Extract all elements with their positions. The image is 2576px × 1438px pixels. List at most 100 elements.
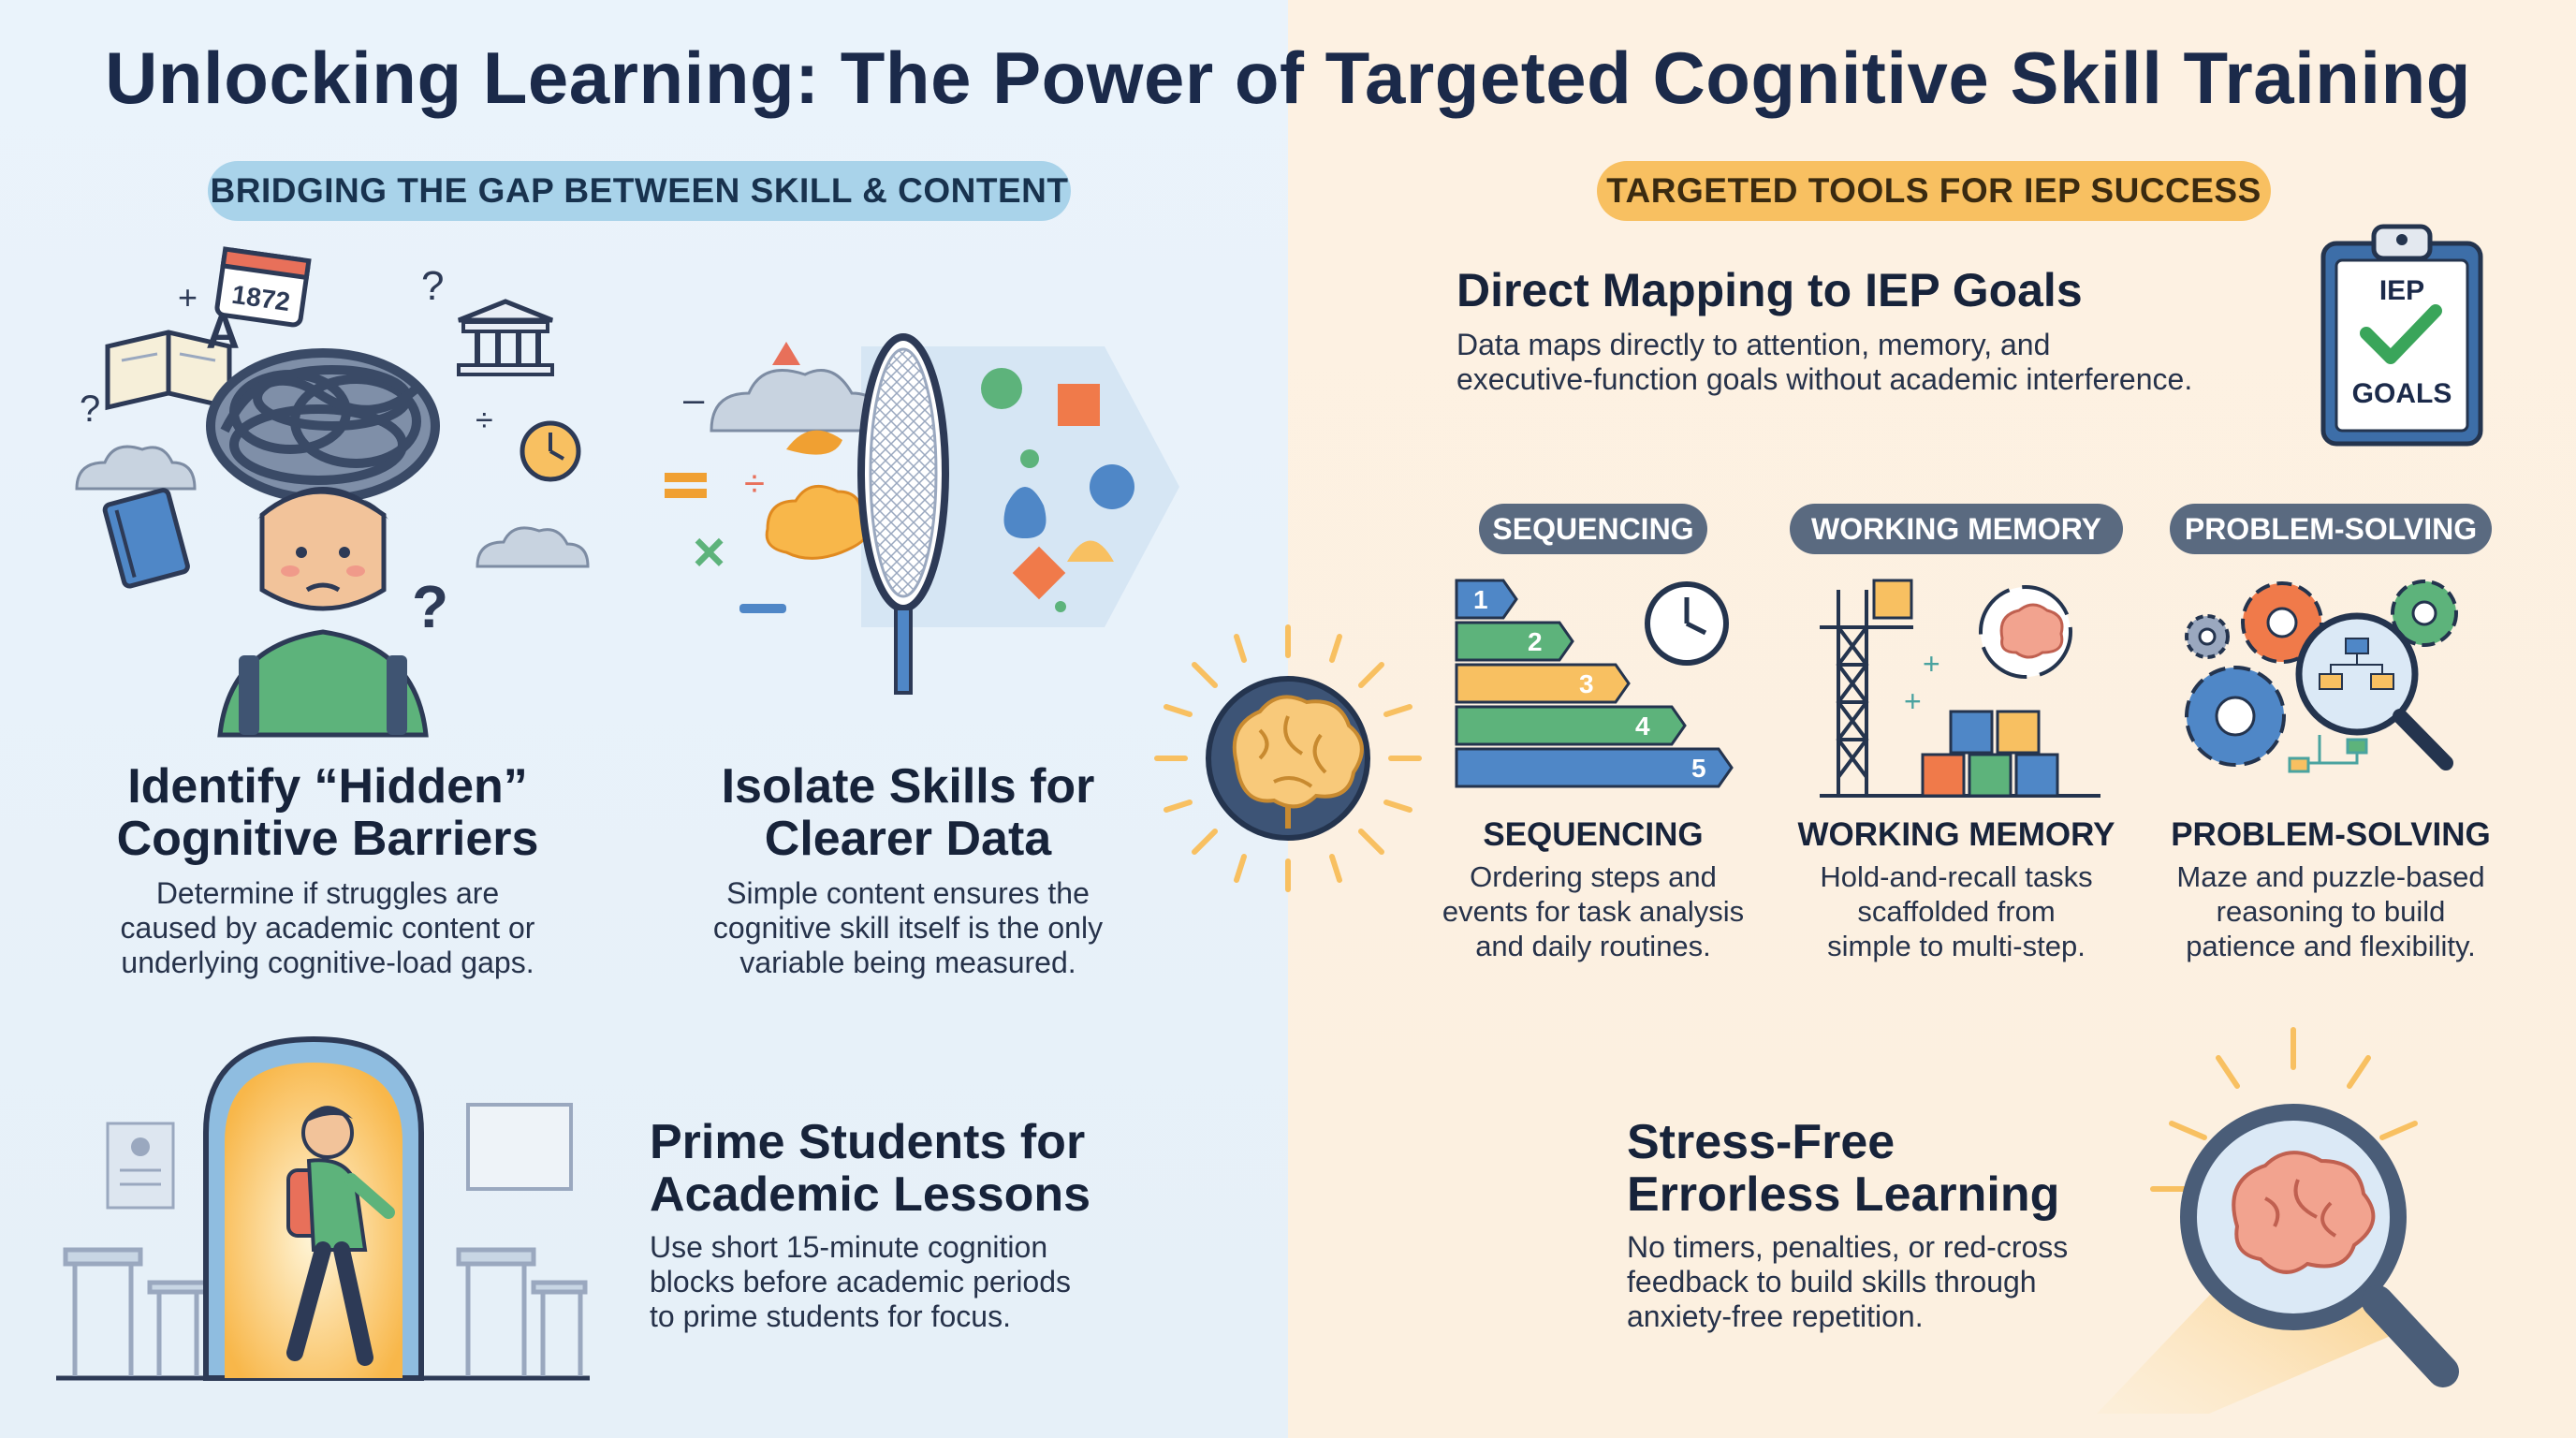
page-title: Unlocking Learning: The Power of Targete… bbox=[105, 37, 2471, 119]
iep-body-line: Data maps directly to attention, memory,… bbox=[1456, 328, 2051, 361]
working-memory-body-line: scaffolded from bbox=[1857, 895, 2056, 928]
stress-free-title: Stress-Free Errorless Learning bbox=[1627, 1116, 2151, 1221]
calendar-icon: 1872 bbox=[214, 246, 312, 328]
whiteboard-icon bbox=[466, 1103, 573, 1191]
minus-icon: – bbox=[683, 379, 705, 420]
stress-free-title-line: Stress-Free bbox=[1627, 1115, 1895, 1169]
card2-title-line: Clearer Data bbox=[764, 812, 1052, 866]
card1-title: Identify “Hidden” Cognitive Barriers bbox=[56, 760, 599, 865]
step-bar: 5 bbox=[1455, 747, 1734, 788]
card1-body-line: caused by academic content or bbox=[120, 911, 535, 945]
stress-free-body: No timers, penalties, or red-cross feedb… bbox=[1627, 1230, 2151, 1334]
iep-body-line: executive-function goals without academi… bbox=[1456, 362, 2193, 396]
working-memory-illustration: + + bbox=[1820, 579, 2100, 798]
question-mark-icon: ? bbox=[421, 263, 444, 309]
museum-building-icon bbox=[457, 299, 554, 376]
tag-sequencing: SEQUENCING bbox=[1479, 504, 1707, 554]
magnifier-flowchart-icon bbox=[2295, 612, 2453, 770]
gear-icon bbox=[2391, 580, 2458, 647]
sequencing-body-line: Ordering steps and bbox=[1470, 860, 1717, 893]
backpack-strap-icon bbox=[387, 655, 407, 735]
walking-student-icon bbox=[286, 1106, 395, 1366]
working-memory-body-line: Hold-and-recall tasks bbox=[1820, 860, 2093, 893]
student-body-icon bbox=[217, 629, 429, 738]
step-bar: 2 bbox=[1455, 621, 1574, 662]
multiply-icon: × bbox=[693, 521, 725, 583]
clock-icon bbox=[520, 420, 581, 482]
desk-right-icon bbox=[456, 1247, 588, 1376]
step-number: 4 bbox=[1635, 712, 1650, 741]
divide-icon: ÷ bbox=[744, 463, 765, 505]
card2-body-line: Simple content ensures the bbox=[726, 876, 1090, 910]
card2-body-line: cognitive skill itself is the only bbox=[712, 911, 1104, 945]
flowchart-lines bbox=[2288, 735, 2368, 773]
clipboard-bottom-label: GOALS bbox=[2352, 378, 2452, 409]
plus-icon: + bbox=[1904, 684, 1922, 718]
student-head-icon bbox=[257, 487, 388, 611]
center-brain-icon bbox=[1154, 624, 1422, 892]
iep-title: Direct Mapping to IEP Goals bbox=[1456, 264, 2083, 316]
working-memory-title: WORKING MEMORY bbox=[1797, 816, 2115, 853]
divide-icon: ÷ bbox=[476, 403, 493, 438]
chaos-shapes: × ÷ – bbox=[665, 342, 800, 613]
sorted-shapes bbox=[981, 368, 1134, 612]
card3-body-line: to prime students for focus. bbox=[650, 1299, 1011, 1333]
card3-title: Prime Students for Academic Lessons bbox=[650, 1116, 1174, 1221]
step-number: 3 bbox=[1579, 669, 1594, 698]
problem-solving-illustration bbox=[2185, 580, 2458, 773]
step-bar: 4 bbox=[1455, 705, 1687, 746]
confused-student-illustration: 1872 A + ? ? ? ÷ bbox=[75, 246, 590, 738]
left-section-label: BRIDGING THE GAP BETWEEN SKILL & CONTENT bbox=[208, 161, 1071, 221]
tag-working-memory: WORKING MEMORY bbox=[1790, 504, 2123, 554]
closed-book-icon bbox=[102, 488, 190, 589]
card2-title: Isolate Skills for Clearer Data bbox=[646, 760, 1170, 865]
step-bar: 1 bbox=[1455, 579, 1518, 620]
glow-rays bbox=[1154, 624, 1422, 892]
card1-title-line: Cognitive Barriers bbox=[116, 812, 539, 866]
backpack-strap-icon bbox=[239, 655, 259, 735]
storm-cloud-icon bbox=[710, 369, 886, 433]
card1-body-line: underlying cognitive-load gaps. bbox=[121, 946, 534, 979]
problem-solving-body-line: reasoning to build bbox=[2216, 895, 2446, 928]
stress-free-title-line: Errorless Learning bbox=[1627, 1167, 2060, 1222]
step-number: 1 bbox=[1473, 585, 1488, 614]
card2-body-line: variable being measured. bbox=[739, 946, 1076, 979]
sequencing-body-line: and daily routines. bbox=[1475, 930, 1711, 962]
tangled-thoughts-icon bbox=[206, 348, 440, 504]
storm-cloud-icon bbox=[476, 526, 590, 568]
card3-title-line: Academic Lessons bbox=[650, 1167, 1091, 1222]
filter-sieve-icon bbox=[857, 333, 949, 695]
stress-free-body-line: anxiety-free repetition. bbox=[1627, 1299, 1924, 1333]
orange-cloud-icon bbox=[765, 484, 871, 560]
block-icon bbox=[1872, 579, 1913, 620]
card3-body-line: blocks before academic periods bbox=[650, 1265, 1072, 1299]
working-memory-body-line: simple to multi-step. bbox=[1827, 930, 2086, 962]
doorway-student-illustration bbox=[56, 1035, 590, 1381]
desk-left-icon bbox=[63, 1247, 209, 1376]
clipboard-top-label: IEP bbox=[2379, 275, 2424, 306]
working-memory-body: Hold-and-recall tasks scaffolded from si… bbox=[1778, 859, 2134, 963]
card3-body-line: Use short 15-minute cognition bbox=[650, 1230, 1048, 1264]
card3-body: Use short 15-minute cognition blocks bef… bbox=[650, 1230, 1230, 1334]
step-bar: 3 bbox=[1455, 663, 1631, 704]
letter-a-icon: A bbox=[206, 306, 240, 359]
open-book-icon bbox=[105, 330, 232, 411]
magnifier-handle bbox=[2362, 1285, 2459, 1387]
card1-body-line: Determine if struggles are bbox=[155, 876, 500, 910]
step-number: 5 bbox=[1691, 754, 1706, 783]
question-mark-icon: ? bbox=[412, 573, 448, 640]
card2-title-line: Isolate Skills for bbox=[721, 759, 1095, 814]
card2-body: Simple content ensures the cognitive ski… bbox=[646, 876, 1170, 980]
storm-cloud-icon bbox=[75, 445, 197, 491]
iep-clipboard-icon: IEP GOALS bbox=[2320, 224, 2483, 447]
step-number: 2 bbox=[1528, 627, 1543, 656]
sequencing-body: Ordering steps and events for task analy… bbox=[1423, 859, 1764, 963]
sequencing-title: SEQUENCING bbox=[1483, 816, 1704, 853]
skill-filter-illustration: × ÷ – bbox=[665, 333, 1179, 695]
problem-solving-body: Maze and puzzle-based reasoning to build… bbox=[2151, 859, 2510, 963]
card3-title-line: Prime Students for bbox=[650, 1115, 1086, 1169]
plus-icon: + bbox=[178, 278, 198, 316]
stress-free-body-line: feedback to build skills through bbox=[1627, 1265, 2037, 1299]
checkmark-icon bbox=[2360, 304, 2442, 364]
iep-body: Data maps directly to attention, memory,… bbox=[1456, 328, 2299, 397]
